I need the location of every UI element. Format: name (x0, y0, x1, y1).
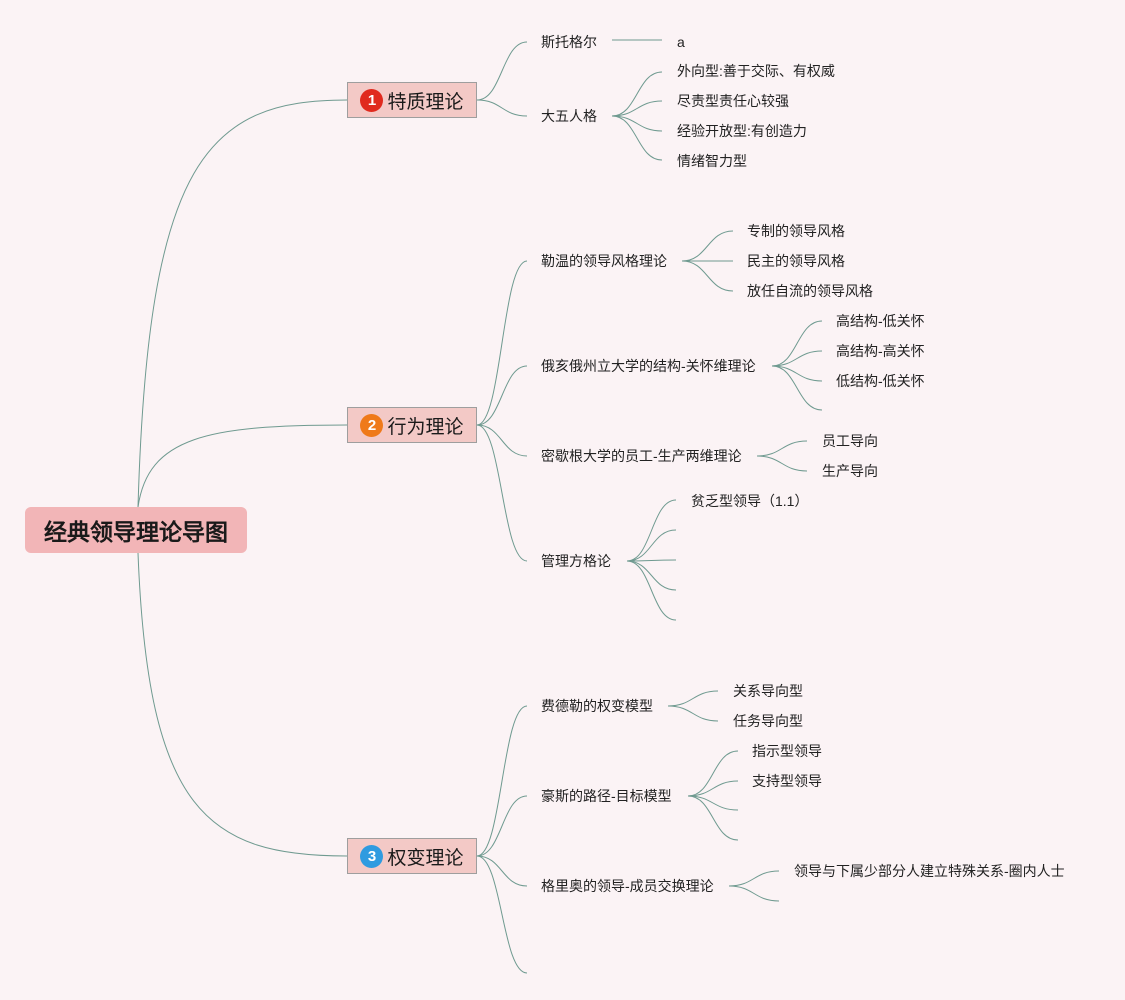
leaf-topic[interactable]: 情绪智力型 (677, 153, 747, 169)
connector-line (626, 560, 677, 591)
connector-line (687, 780, 739, 797)
subtopic[interactable]: 豪斯的路径-目标模型 (541, 788, 672, 804)
leaf-topic[interactable]: 外向型:善于交际、有权威 (677, 63, 835, 79)
connector-line (728, 870, 780, 887)
connector-line (476, 855, 528, 974)
connector-line (771, 365, 823, 382)
leaf-topic[interactable]: a (677, 34, 685, 50)
leaf-topic[interactable]: 高结构-高关怀 (836, 343, 925, 359)
number-badge-icon: 3 (360, 844, 384, 868)
connector-line (476, 260, 528, 426)
connector-line (771, 320, 823, 367)
subtopic[interactable]: 大五人格 (541, 108, 597, 124)
root-topic[interactable]: 经典领导理论导图 (25, 507, 247, 553)
connector-line (476, 855, 528, 887)
connector-line (681, 230, 734, 262)
leaf-topic[interactable]: 任务导向型 (733, 713, 803, 729)
subtopic[interactable]: 格里奥的领导-成员交换理论 (541, 878, 714, 894)
connector-line (476, 365, 528, 426)
subtopic[interactable]: 费德勒的权变模型 (541, 698, 653, 714)
connector-line (771, 350, 823, 367)
connector-line (687, 795, 739, 841)
leaf-topic[interactable]: 经验开放型:有创造力 (677, 123, 807, 139)
connector-line (667, 690, 719, 707)
connector-line (756, 455, 808, 472)
leaf-topic[interactable]: 领导与下属少部分人建立特殊关系-圈内人士 (794, 863, 1065, 879)
connector-line (137, 99, 348, 508)
leaf-topic[interactable]: 民主的领导风格 (747, 253, 845, 269)
leaf-topic[interactable]: 生产导向 (822, 463, 878, 479)
connector-line (728, 885, 780, 902)
connector-line (667, 705, 719, 722)
leaf-topic[interactable]: 指示型领导 (752, 743, 822, 759)
main-topic-trait-theory[interactable]: 1 特质理论 (347, 82, 477, 118)
connector-line (681, 260, 734, 292)
main-topic-behavior-theory[interactable]: 2 行为理论 (347, 407, 477, 443)
leaf-topic[interactable]: 关系导向型 (733, 683, 803, 699)
connector-line (756, 440, 808, 457)
leaf-topic[interactable]: 高结构-低关怀 (836, 313, 925, 329)
connector-line (687, 795, 739, 811)
leaf-topic[interactable]: 放任自流的领导风格 (747, 283, 873, 299)
main-topic-label: 特质理论 (387, 91, 464, 113)
connector-line (611, 115, 663, 132)
main-topic-label: 权变理论 (387, 847, 464, 869)
number-badge-icon: 1 (360, 88, 384, 112)
leaf-topic[interactable]: 贫乏型领导（1.1） (691, 493, 809, 509)
root-topic-label: 经典领导理论导图 (44, 519, 228, 545)
leaf-topic[interactable]: 专制的领导风格 (747, 223, 845, 239)
connector-line (626, 559, 677, 562)
subtopic[interactable]: 俄亥俄州立大学的结构-关怀维理论 (541, 358, 756, 374)
connector-line (611, 71, 663, 117)
connector-line (611, 100, 663, 117)
connector-line (476, 795, 528, 857)
main-topic-contingency-theory[interactable]: 3 权变理论 (347, 838, 477, 874)
subtopic[interactable]: 勒温的领导风格理论 (541, 253, 667, 269)
leaf-topic[interactable]: 支持型领导 (752, 773, 822, 789)
connector-line (476, 424, 528, 457)
subtopic[interactable]: 斯托格尔 (541, 34, 597, 50)
leaf-topic[interactable]: 员工导向 (822, 433, 878, 449)
connector-line (626, 499, 677, 562)
connector-line (771, 365, 823, 411)
connector-line (476, 424, 528, 562)
connector-line (476, 41, 528, 101)
leaf-topic[interactable]: 尽责型责任心较强 (677, 93, 789, 109)
subtopic[interactable]: 管理方格论 (541, 553, 611, 569)
connector-line (137, 424, 348, 508)
main-topic-label: 行为理论 (387, 416, 464, 438)
number-badge-icon: 2 (360, 413, 384, 437)
connector-line (611, 115, 663, 161)
connector-line (626, 529, 677, 562)
leaf-topic[interactable]: 低结构-低关怀 (836, 373, 925, 389)
connector-line (687, 750, 739, 797)
connector-line (476, 705, 528, 857)
connector-line (476, 99, 528, 117)
subtopic[interactable]: 密歇根大学的员工-生产两维理论 (541, 448, 742, 464)
connector-line (626, 560, 677, 621)
connector-line (137, 552, 348, 857)
